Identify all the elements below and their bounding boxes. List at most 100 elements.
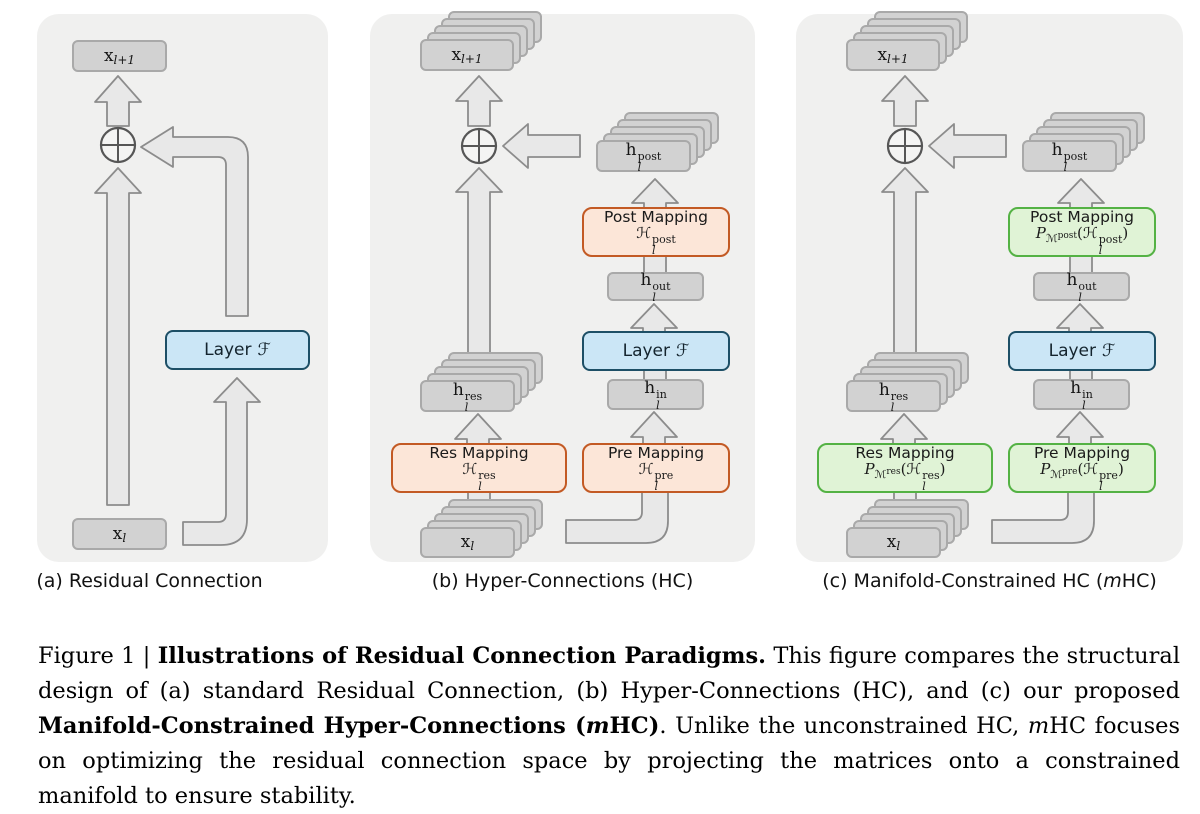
layer-label: Layer	[622, 341, 671, 361]
h-superscript: post	[652, 233, 676, 247]
script-h-symbol: ℋ	[1083, 460, 1099, 479]
h-base: h	[625, 139, 637, 160]
script-m-symbol: ℳ	[874, 468, 887, 482]
script-h-symbol: ℋ	[462, 460, 478, 479]
arrow-hpost-to-sum	[502, 123, 581, 169]
arrow-input-to-premap-elbow	[991, 485, 1095, 544]
h-subscript: l	[1082, 399, 1086, 412]
arrow-hpost-to-sum	[928, 123, 1007, 169]
x-input-box: xl	[846, 527, 941, 558]
x-subscript: l	[122, 530, 127, 545]
x-input-stack: xl	[846, 499, 969, 558]
text-run: m	[585, 713, 610, 739]
figure-caption: Figure 1 | Illustrations of Residual Con…	[38, 639, 1180, 814]
h-base: h	[452, 379, 464, 400]
res-mapping-title: Res Mapping	[855, 443, 955, 462]
script-m-symbol: ℳ	[1045, 232, 1058, 246]
text-run: HC focuses	[1049, 713, 1180, 739]
figure-caption-line: Figure 1 | Illustrations of Residual Con…	[38, 639, 1180, 674]
text-run: (c) Manifold-Constrained HC (	[822, 570, 1104, 592]
h-subscript: l	[652, 244, 656, 258]
x-input-label: xl	[887, 532, 900, 553]
text-run: (a) Residual Connection	[36, 570, 263, 592]
x-input-label: xl	[461, 532, 474, 553]
close-paren: )	[1117, 460, 1124, 479]
post-mapping-title: Post Mapping	[1030, 207, 1134, 226]
arrow-premap-to-hin	[630, 411, 678, 447]
h-superscript: res	[478, 469, 496, 483]
x-base: x	[460, 532, 471, 552]
arrow-residual-up	[94, 167, 142, 506]
arrow-input-to-layer-elbow	[182, 377, 261, 546]
arrow-sum-to-output	[94, 75, 142, 127]
h-superscript: post	[637, 149, 662, 163]
h-superscript: out	[652, 280, 671, 293]
h-subscript: l	[478, 480, 482, 494]
text-run: HC)	[1121, 570, 1157, 592]
x-base: x	[877, 44, 888, 65]
open-paren: (	[1077, 224, 1083, 243]
x-base: x	[103, 45, 114, 66]
x-input-stack: xl	[420, 499, 543, 558]
x-next-stack: xl+1	[846, 11, 968, 71]
script-f-symbol: ℱ	[676, 341, 690, 361]
h-superscript: res	[890, 389, 909, 403]
h-superscript: pre	[1099, 469, 1118, 483]
manifold-superscript: res	[886, 467, 901, 478]
arrow-residual-up	[455, 167, 503, 377]
text-run: Manifold-Constrained Hyper-Connections (	[38, 713, 586, 739]
text-run: m	[1027, 713, 1050, 739]
x-next-box: xl+1	[420, 39, 514, 71]
h-subscript: l	[652, 291, 656, 304]
x-next-box: xl+1	[72, 40, 167, 72]
panel-caption-b: (b) Hyper-Connections (HC)	[370, 570, 755, 592]
open-paren: (	[1077, 460, 1084, 479]
h-subscript: l	[1078, 291, 1082, 304]
manifold-superscript: post	[1057, 231, 1077, 242]
oplus-icon	[886, 127, 924, 165]
h-superscript: pre	[654, 469, 674, 483]
script-f-symbol: ℱ	[1102, 341, 1116, 361]
text-run: . Unlike the unconstrained HC,	[659, 713, 1028, 739]
x-subscript: l+1	[461, 51, 483, 66]
h-base: h	[644, 378, 656, 398]
post-mapping-title: Post Mapping	[604, 207, 708, 226]
close-paren: )	[1122, 224, 1129, 243]
pre-mapping-title: Pre Mapping	[1033, 443, 1131, 462]
h-subscript: l	[890, 400, 895, 414]
arrow-sum-to-output	[881, 75, 929, 127]
panel-caption-c: (c) Manifold-Constrained HC (mHC)	[796, 570, 1183, 592]
figure-caption-line: Manifold-Constrained Hyper-Connections (…	[38, 709, 1180, 744]
h-subscript: l	[1063, 160, 1068, 174]
x-next-label: xl+1	[104, 46, 135, 67]
h-superscript: res	[922, 469, 940, 483]
text-run: Figure 1 |	[38, 643, 158, 669]
text-run: design of (a) standard Residual Connecti…	[38, 678, 1180, 704]
script-p-symbol: P	[1035, 224, 1046, 243]
arrow-residual-up	[881, 167, 929, 377]
x-base: x	[886, 532, 897, 552]
res-mapping-title: Res Mapping	[429, 443, 529, 462]
h-subscript: l	[1099, 480, 1103, 494]
figure-caption-line: manifold to ensure stability.	[38, 779, 1180, 814]
script-h-symbol: ℋ	[636, 224, 652, 243]
